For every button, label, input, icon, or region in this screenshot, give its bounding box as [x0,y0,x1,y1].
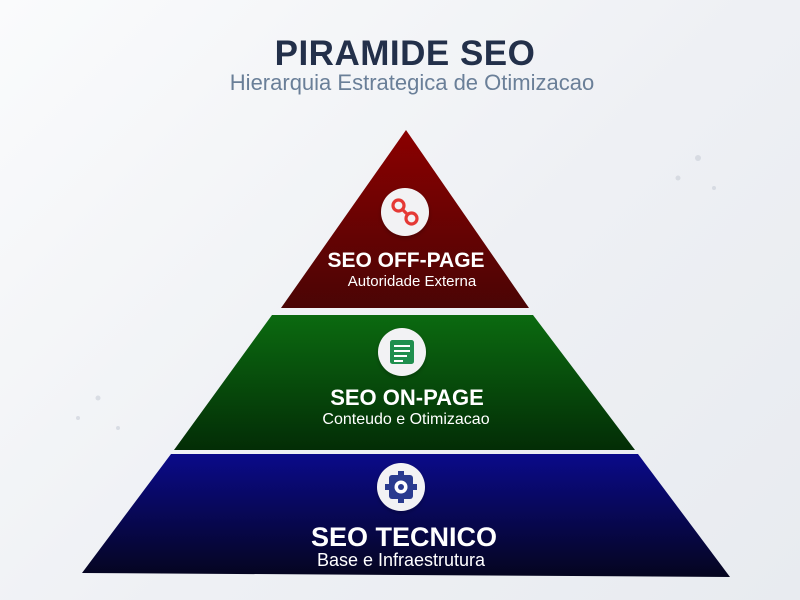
pyramid-level-on-page: SEO ON-PAGE Conteudo e Otimizacao [174,315,635,450]
document-icon [378,328,426,376]
level-title-tecnico: SEO TECNICO [311,522,497,552]
link-icon [381,188,429,236]
level-title-off-page: SEO OFF-PAGE [327,249,484,272]
level-title-on-page: SEO ON-PAGE [330,385,484,410]
page-subtitle: Hierarquia Estrategica de Otimizacao [229,70,595,95]
level-shape-tecnico [82,454,730,577]
level-subtitle-off-page: Autoridade Externa [348,273,477,290]
level-subtitle-tecnico: Base e Infraestrutura [317,550,486,570]
level-shape-on-page [174,315,635,450]
pyramid-level-off-page: SEO OFF-PAGE Autoridade Externa [281,130,529,308]
page-title: PIRAMIDE SEO [274,34,536,73]
pyramid-level-tecnico: SEO TECNICO Base e Infraestrutura [82,454,730,577]
background-dots [76,155,716,430]
level-subtitle-on-page: Conteudo e Otimizacao [322,411,489,428]
chip-gear-icon [377,463,425,511]
